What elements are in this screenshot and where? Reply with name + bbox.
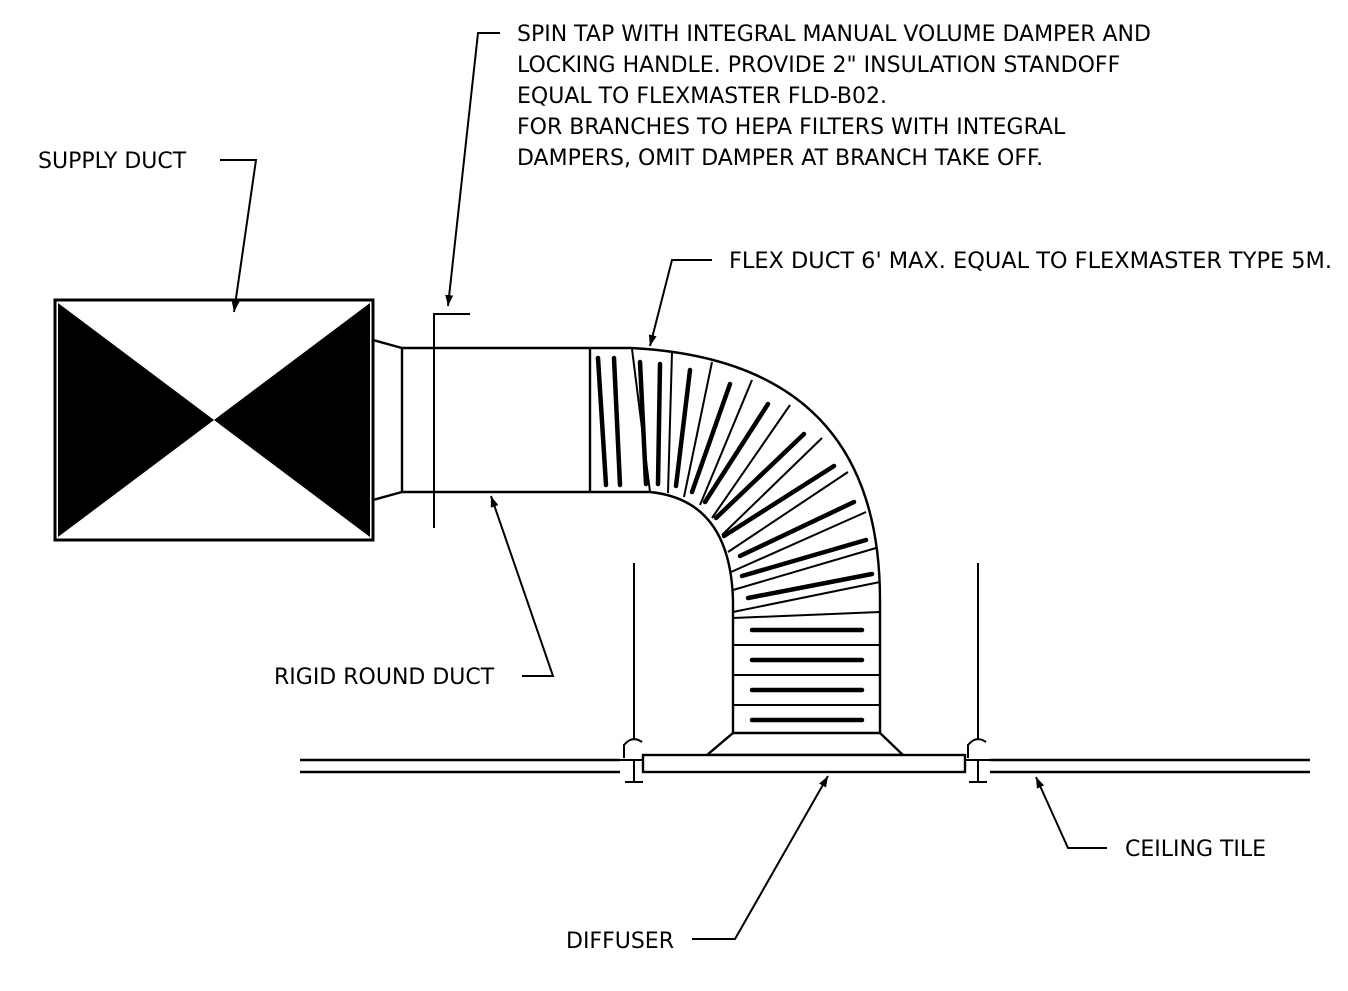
ceiling-tbar-left	[620, 563, 643, 783]
leader-flex-duct	[648, 259, 712, 347]
rigid-round-duct-label: RIGID ROUND DUCT	[274, 665, 495, 690]
ceiling-tile-label: CEILING TILE	[1125, 837, 1266, 862]
spin-tap-collar	[372, 338, 404, 502]
spin-tap-note-line-2: LOCKING HANDLE. PROVIDE 2" INSULATION ST…	[517, 53, 1120, 78]
spin-tap-note-line-5: DAMPERS, OMIT DAMPER AT BRANCH TAKE OFF.	[517, 146, 1043, 171]
supply-duct-section	[53, 298, 375, 542]
leader-supply-duct	[220, 159, 258, 313]
ceiling-tile	[300, 758, 1310, 774]
leader-diffuser	[692, 775, 829, 940]
ceiling-tbar-right	[965, 563, 990, 783]
supply-duct-label: SUPPLY DUCT	[38, 149, 187, 174]
rigid-round-duct	[402, 346, 592, 494]
diffuser-label: DIFFUSER	[566, 929, 674, 954]
leader-ceiling-tile	[1035, 776, 1107, 849]
leader-spin-tap	[445, 32, 500, 307]
flex-duct-label: FLEX DUCT 6' MAX. EQUAL TO FLEXMASTER TY…	[729, 249, 1332, 274]
spin-tap-note-line-1: SPIN TAP WITH INTEGRAL MANUAL VOLUME DAM…	[517, 22, 1151, 47]
diffuser	[641, 732, 967, 774]
spin-tap-note-line-4: FOR BRANCHES TO HEPA FILTERS WITH INTEGR…	[517, 115, 1066, 140]
spin-tap-damper-marker	[433, 313, 470, 528]
leader-rigid-round-duct	[490, 495, 555, 677]
spin-tap-note-line-3: EQUAL TO FLEXMASTER FLD-B02.	[517, 84, 887, 109]
flex-duct	[590, 346, 882, 735]
